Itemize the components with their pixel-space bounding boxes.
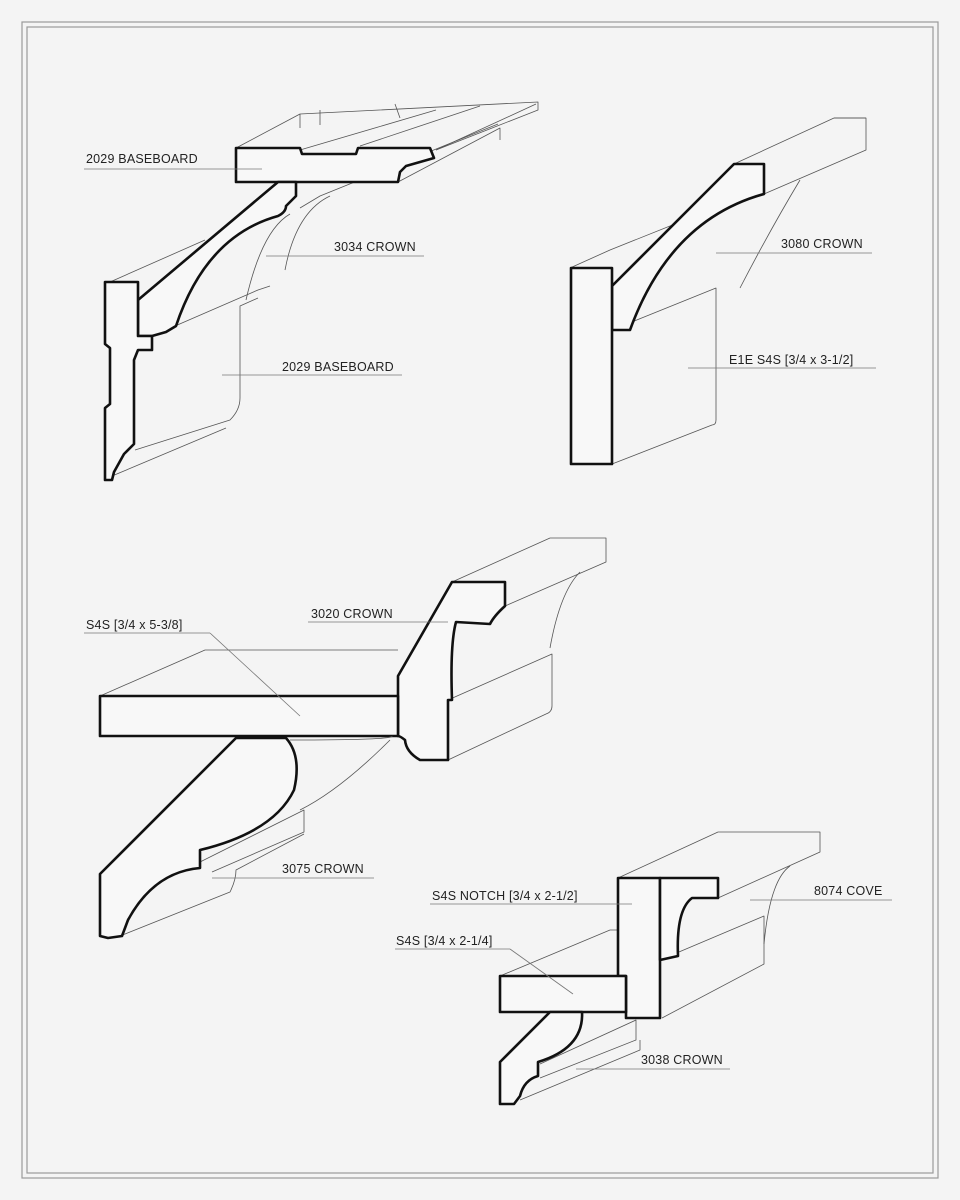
label-cove-8074: 8074 COVE	[814, 884, 883, 898]
top-baseboard-profile	[234, 146, 436, 184]
label-s4s-notch: S4S NOTCH [3/4 x 2-1/2]	[432, 889, 578, 903]
label-s4s-2-1-4: S4S [3/4 x 2-1/4]	[396, 934, 493, 948]
label-crown-3080: 3080 CROWN	[781, 237, 863, 251]
label-e1e-s4s: E1E S4S [3/4 x 3-1/2]	[729, 353, 853, 367]
label-crown-3075: 3075 CROWN	[282, 862, 364, 876]
crown-3034-profile	[136, 180, 298, 338]
inner-frame	[26, 26, 934, 1174]
crown-3075-profile	[98, 736, 298, 940]
assembly-3080-e1e	[569, 117, 867, 466]
label-crown-3020: 3020 CROWN	[311, 607, 393, 621]
label-crown-3038: 3038 CROWN	[641, 1053, 723, 1067]
assembly-3020-3075	[98, 537, 607, 940]
outer-frame	[21, 21, 939, 1179]
e1e-s4s-profile	[569, 266, 614, 466]
label-lower-baseboard: 2029 BASEBOARD	[282, 360, 394, 374]
s4s-5-3-8-profile	[98, 694, 400, 738]
crown-3080-profile	[610, 162, 766, 332]
assembly-8074-3038	[498, 831, 821, 1106]
s4s-2-1-4-profile	[498, 974, 628, 1014]
label-crown-3034: 3034 CROWN	[334, 240, 416, 254]
assembly-2029-3034	[103, 101, 539, 482]
lower-baseboard-profile	[103, 280, 154, 482]
label-top-baseboard: 2029 BASEBOARD	[86, 152, 198, 166]
crown-3038-profile	[498, 1010, 584, 1106]
label-s4s-5-3-8: S4S [3/4 x 5-3/8]	[86, 618, 183, 632]
crown-3020-profile	[396, 580, 507, 762]
cove-8074-profile	[658, 876, 720, 962]
